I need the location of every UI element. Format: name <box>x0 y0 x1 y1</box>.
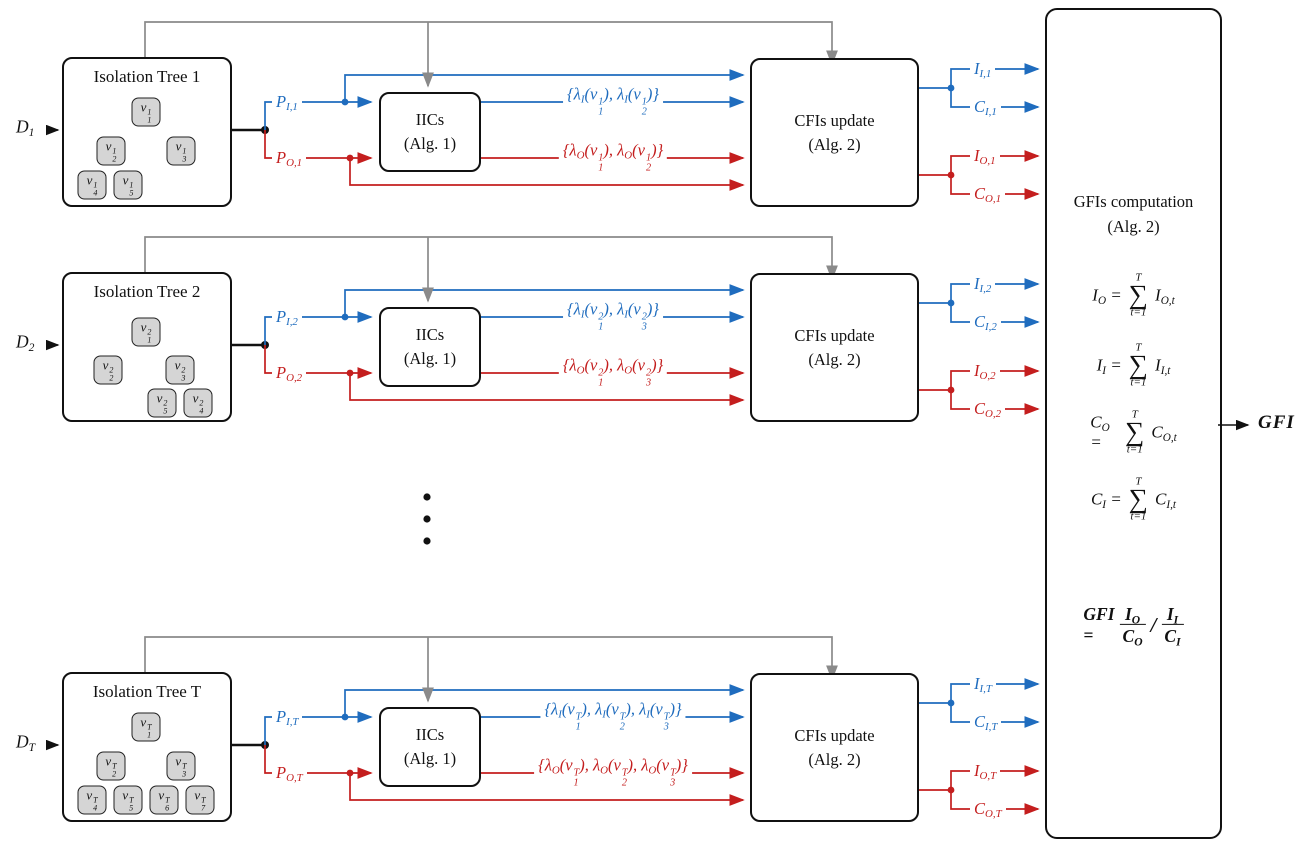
inlier-paths-label: PI,2 <box>272 308 302 327</box>
inlier-paths-label: PI,T <box>272 708 303 727</box>
inlier-paths-label: PI,1 <box>272 93 302 112</box>
cfi-c-out-label: CO,1 <box>970 185 1006 204</box>
iics-box-t: IICs(Alg. 1) <box>379 707 481 787</box>
cfi-c-in-label: CI,T <box>970 713 1002 732</box>
cfi-i-in-label: II,1 <box>970 60 996 79</box>
summation-symbol: T ∑ t=1 <box>1125 408 1145 456</box>
cfi-c-in-label: CI,1 <box>970 98 1001 117</box>
dataset-label-t: DT <box>16 731 36 754</box>
sum-formula-ii: II = T ∑ t=1 II,t <box>1096 341 1171 389</box>
fraction-ii-ci: II CI <box>1161 604 1184 648</box>
iics-box-1: IICs(Alg. 1) <box>379 92 481 172</box>
gfi-final-formula: GFI = IO CO / II CI <box>1083 604 1184 648</box>
cfis-update-box-2: CFIs update(Alg. 2) <box>750 273 919 422</box>
cfi-i-out-label: IO,T <box>970 762 1001 781</box>
iics-box-2: IICs(Alg. 1) <box>379 307 481 387</box>
cfi-i-in-label: II,2 <box>970 275 996 294</box>
tree-title: Isolation Tree 1 <box>93 67 201 86</box>
summation-symbol: T ∑ t=1 <box>1128 475 1149 523</box>
summation-symbol: T ∑ t=1 <box>1128 341 1149 389</box>
dataset-label-2: D2 <box>16 331 35 354</box>
summation-symbol: T ∑ t=1 <box>1128 271 1149 319</box>
cfi-i-out-label: IO,1 <box>970 147 1000 166</box>
cfi-c-out-label: CO,T <box>970 800 1006 819</box>
fraction-io-co: IO CO <box>1119 604 1146 648</box>
outlier-paths-label: PO,1 <box>272 149 307 168</box>
sum-formula-ci: CI = T ∑ t=1 CI,t <box>1090 475 1177 523</box>
outlier-paths-label: PO,T <box>272 764 307 783</box>
cfis-update-box-t: CFIs update(Alg. 2) <box>750 673 919 822</box>
cfi-c-out-label: CO,2 <box>970 400 1006 419</box>
gfis-box-title: GFIs computation (Alg. 2) <box>1073 192 1194 236</box>
tree-title: Isolation Tree 2 <box>93 282 201 301</box>
sum-formula-io: IO = T ∑ t=1 IO,t <box>1092 271 1175 319</box>
cfi-c-in-label: CI,2 <box>970 313 1001 332</box>
gfi-output-label: GFI <box>1258 412 1295 433</box>
cfi-i-in-label: II,T <box>970 675 996 694</box>
gfis-computation-box: GFIs computation (Alg. 2) IO = T ∑ t=1 I… <box>1045 8 1222 839</box>
dataset-label-1: D1 <box>16 116 35 139</box>
cfi-i-out-label: IO,2 <box>970 362 1000 381</box>
sum-formula-co: CO = T ∑ t=1 CO,t <box>1090 408 1177 456</box>
cfis-update-box-1: CFIs update(Alg. 2) <box>750 58 919 207</box>
tree-title: Isolation Tree T <box>92 682 202 701</box>
outlier-paths-label: PO,2 <box>272 364 307 383</box>
